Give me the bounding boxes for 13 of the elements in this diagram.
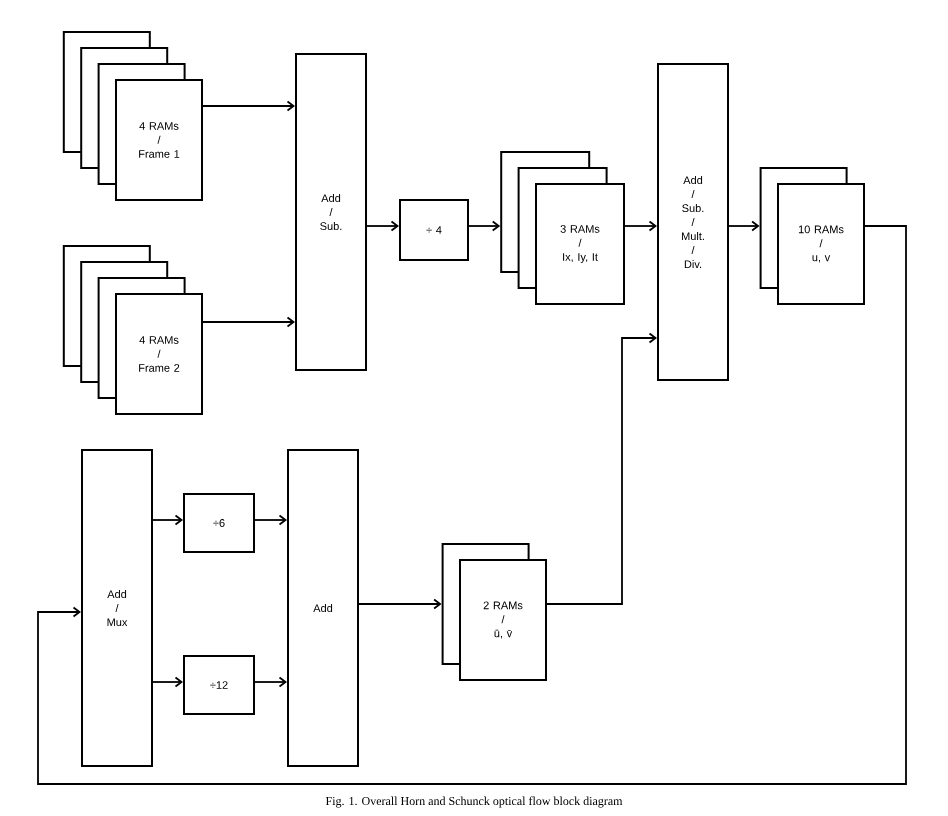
arrow [254, 676, 287, 688]
arrow [254, 514, 287, 526]
arrow [37, 225, 907, 785]
arrow [468, 220, 501, 232]
arrow [546, 332, 657, 605]
arrow [152, 676, 183, 688]
arrow [202, 316, 295, 328]
arrow [728, 220, 760, 232]
arrow [202, 100, 295, 112]
arrow [152, 514, 183, 526]
arrow [624, 220, 657, 232]
arrow [358, 598, 442, 610]
arrow [366, 220, 399, 232]
